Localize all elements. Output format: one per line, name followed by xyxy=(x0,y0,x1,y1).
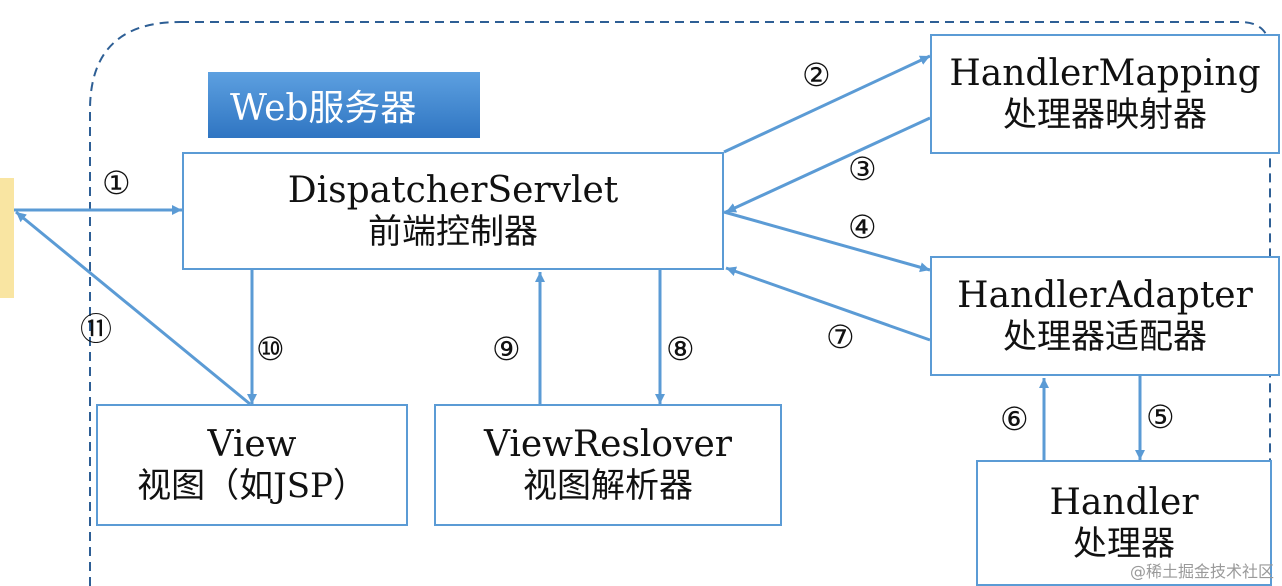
view-subtitle: 视图（如JSP） xyxy=(137,466,367,507)
handler-adapter-subtitle: 处理器适配器 xyxy=(1003,317,1207,358)
handler-subtitle: 处理器 xyxy=(1073,524,1175,565)
step-9-label: ⑨ xyxy=(492,330,521,368)
arrow-4 xyxy=(723,210,931,273)
step-8-label: ⑧ xyxy=(666,330,695,368)
view-resolver-title: ViewReslover xyxy=(484,424,732,465)
step-11-label: ⑪ xyxy=(80,310,113,348)
view-box: View 视图（如JSP） xyxy=(96,404,408,526)
step-1-label: ① xyxy=(102,164,131,202)
arrow-2 xyxy=(723,54,931,154)
arrow-11 xyxy=(15,210,251,406)
step-3-label: ③ xyxy=(848,150,877,188)
step-2-label: ② xyxy=(802,56,831,94)
dispatcher-servlet-box: DispatcherServlet 前端控制器 xyxy=(182,152,724,270)
watermark: @稀土掘金技术社区 xyxy=(1129,562,1274,581)
handler-title: Handler xyxy=(1049,482,1199,523)
view-title: View xyxy=(207,424,297,465)
handler-mapping-title: HandlerMapping xyxy=(949,53,1261,94)
arrow-7 xyxy=(725,266,931,342)
web-server-label: Web服务器 xyxy=(208,72,480,138)
step-5-label: ⑤ xyxy=(1146,398,1175,436)
handler-adapter-title: HandlerAdapter xyxy=(957,275,1253,316)
handler-mapping-subtitle: 处理器映射器 xyxy=(1003,95,1207,136)
client-edge-decoration xyxy=(0,178,14,298)
handler-mapping-box: HandlerMapping 处理器映射器 xyxy=(930,34,1280,154)
step-7-label: ⑦ xyxy=(826,318,855,356)
view-resolver-box: ViewReslover 视图解析器 xyxy=(434,404,782,526)
arrow-3 xyxy=(725,116,931,214)
handler-adapter-box: HandlerAdapter 处理器适配器 xyxy=(930,256,1280,376)
web-server-container xyxy=(89,21,1271,586)
dispatcher-servlet-title: DispatcherServlet xyxy=(287,170,619,211)
handler-box: Handler 处理器 xyxy=(976,460,1272,586)
dispatcher-servlet-subtitle: 前端控制器 xyxy=(368,212,538,253)
step-6-label: ⑥ xyxy=(1000,400,1029,438)
step-10-label: ⑩ xyxy=(256,330,285,368)
step-4-label: ④ xyxy=(848,208,877,246)
view-resolver-subtitle: 视图解析器 xyxy=(523,466,693,507)
